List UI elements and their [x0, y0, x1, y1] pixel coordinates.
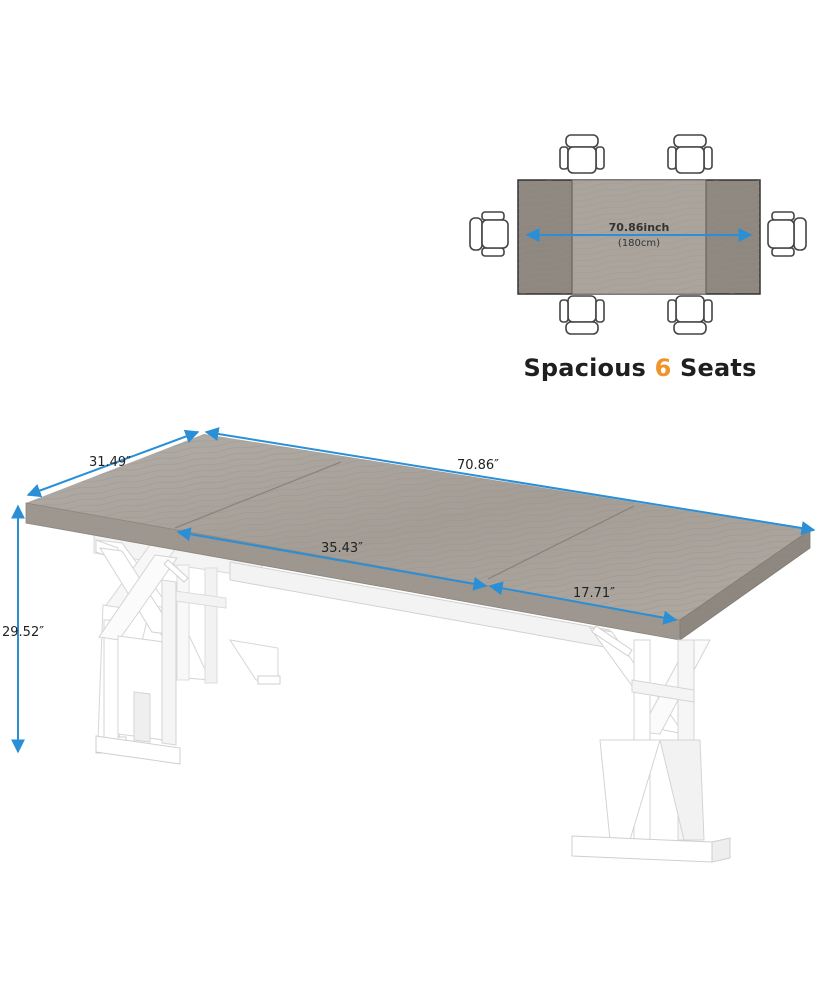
center-panel-label: 35.43″ — [321, 541, 363, 556]
side-panel-label: 17.71″ — [573, 586, 615, 601]
caption-suffix: Seats — [680, 354, 757, 382]
center-panel-dimension-line — [176, 527, 488, 591]
chair-icon — [667, 295, 713, 335]
depth-label: 31.49″ — [89, 455, 131, 470]
table-illustration — [25, 434, 811, 863]
top-view-length-label: 70.86inch — [609, 221, 670, 234]
table-top-view: 70.86inch (180cm) — [517, 179, 761, 295]
brace — [591, 625, 633, 657]
chair-icon — [469, 211, 509, 257]
side-panel-dimension-line — [488, 581, 678, 625]
chair-icon — [767, 211, 807, 257]
seating-diagram: 70.86inch (180cm) — [469, 134, 807, 335]
seats-caption: Spacious 6 Seats — [490, 354, 790, 382]
table-leg-front-left — [95, 539, 181, 765]
chair-icon — [559, 134, 605, 174]
table-leg-front-right — [571, 627, 731, 863]
top-view-length-metric-label: (180cm) — [618, 238, 660, 249]
height-label: 29.52″ — [2, 625, 44, 640]
caption-seat-count: 6 — [654, 354, 672, 382]
length-dimension-line — [204, 427, 816, 535]
dimension-lines: 31.49″ 70.86″ 29.52″ 35.43″ 17.71″ — [2, 427, 816, 754]
caption-prefix: Spacious — [523, 354, 647, 382]
chair-icon — [667, 134, 713, 174]
chair-icon — [559, 295, 605, 335]
depth-dimension-line — [26, 429, 200, 498]
length-label: 70.86″ — [457, 458, 499, 473]
